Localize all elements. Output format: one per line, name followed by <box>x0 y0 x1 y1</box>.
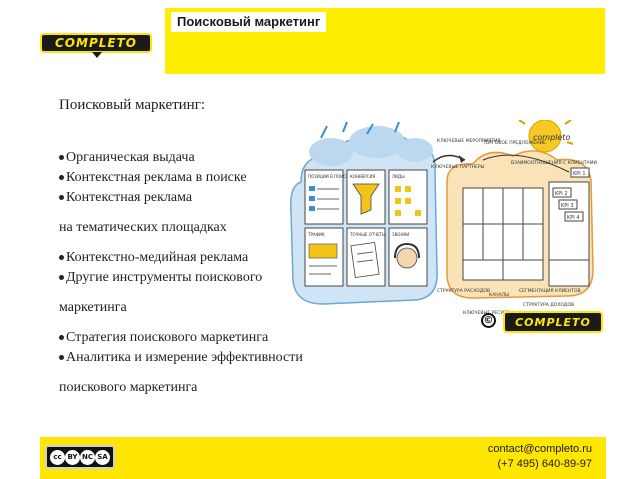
by-icon: BY <box>65 449 80 465</box>
logo-text: COMPLETO <box>55 36 137 50</box>
diagram-label: КЛЮЧЕВЫЕ ПАРТНЕРЫ <box>431 164 485 170</box>
sa-icon: SA <box>95 449 110 465</box>
title-box: Поисковый маркетинг <box>171 12 327 32</box>
contact-email[interactable]: contact@completo.ru <box>487 443 592 455</box>
completo-logo-small: COMPLETO <box>503 311 603 333</box>
list-item: Другие инструменты поискового <box>59 268 359 288</box>
panel-label: КОНВЕРСИЯ <box>350 174 375 179</box>
panel-label: ПОЗИЦИИ В ПОИСКЕ <box>308 174 352 179</box>
completo-logo: COMPLETO <box>40 33 152 58</box>
arrow-icon <box>482 154 570 173</box>
illustration: ПОЗИЦИИ В ПОИСКЕ КОНВЕРСИЯ ЛИДЫ ТРАФИК Т… <box>289 120 597 316</box>
list-item: Органическая выдача <box>59 148 359 168</box>
cloud-panel: ЗВОНКИ <box>388 227 428 287</box>
list-item-continuation: поискового маркетинга <box>59 380 198 395</box>
panel-label: ТРАФИК <box>307 232 325 237</box>
list-item: Контекстная реклама <box>59 188 359 208</box>
diagram-label: КЛЮЧЕВЫЕ МЕРОПРИЯТИЯ <box>437 138 501 144</box>
panel-label: ЗВОНКИ <box>392 232 409 237</box>
list-item: Стратегия поискового маркетинга <box>59 328 359 348</box>
kpi-label: KPI 2 <box>555 191 568 197</box>
bullet-icon <box>59 155 64 161</box>
bullet-list: Органическая выдача Контекстная реклама … <box>59 148 359 398</box>
bullet-icon <box>59 355 64 361</box>
bullet-icon <box>59 175 64 181</box>
panel-label: ЛИДЫ <box>392 174 405 179</box>
kpi-label: KPI 3 <box>561 203 574 209</box>
content-heading: Поисковый маркетинг: <box>59 97 206 113</box>
creative-commons-badge: cc BY NC SA <box>45 445 115 469</box>
contact-info: contact@completo.ru (+7 495) 640-89-97 <box>488 442 592 472</box>
diagram-label: СЕГМЕНТАЦИЯ КЛИЕНТОВ <box>519 288 581 294</box>
diagram-label: СТРУКТУРА РАСХОДОВ <box>437 288 490 294</box>
bullet-icon <box>59 255 64 261</box>
kpi-label: KPI 4 <box>567 215 580 221</box>
cloud-panel: ПОЗИЦИИ В ПОИСКЕ <box>304 169 352 225</box>
list-item: Контекстная реклама в поиске <box>59 168 359 188</box>
list-item: Аналитика и измерение эффективности <box>59 348 359 368</box>
diagram-label: СТРУКТУРА ДОХОДОВ <box>523 302 574 308</box>
bullet-icon <box>59 195 64 201</box>
kpi-chart: KPI 1 KPI 2 KPI 3 KPI 4 <box>548 167 590 287</box>
diagram-label: КАНАЛЫ <box>489 292 509 298</box>
kpi-label: KPI 1 <box>573 171 586 177</box>
list-item-continuation: маркетинга <box>59 300 127 315</box>
cloud-panel: ТОЧНЫЕ ОТЧЕТЫ <box>346 227 386 287</box>
slide-title: Поисковый маркетинг <box>177 14 321 29</box>
cloud-panel: ЛИДЫ <box>388 169 428 225</box>
cloud-panel: КОНВЕРСИЯ <box>346 169 386 225</box>
panel-label: ТОЧНЫЕ ОТЧЕТЫ <box>349 232 386 237</box>
sun-label: completo <box>533 133 570 142</box>
nc-icon: NC <box>80 449 95 465</box>
cc-icon: cc <box>50 449 65 465</box>
logo-text: COMPLETO <box>515 315 591 329</box>
bullet-icon <box>59 275 64 281</box>
diagram-label: ВЗАИМООТНОШЕНИЯ С КЛИЕНТАМИ <box>511 160 597 166</box>
cloud-panel: ТРАФИК <box>304 227 344 287</box>
footer-bar: cc BY NC SA contact@completo.ru (+7 495)… <box>40 437 606 479</box>
contact-phone: (+7 495) 640-89-97 <box>497 458 592 470</box>
sun-graphic: completo <box>518 120 574 153</box>
copyright-icon: © <box>481 313 496 328</box>
diagram-label: ТОРГОВОЕ ПРЕДЛОЖЕНИЕ <box>482 140 546 146</box>
list-item: Контекстно-медийная реклама <box>59 248 359 268</box>
bullet-icon <box>59 335 64 341</box>
list-item-continuation: на тематических площадках <box>59 220 227 235</box>
